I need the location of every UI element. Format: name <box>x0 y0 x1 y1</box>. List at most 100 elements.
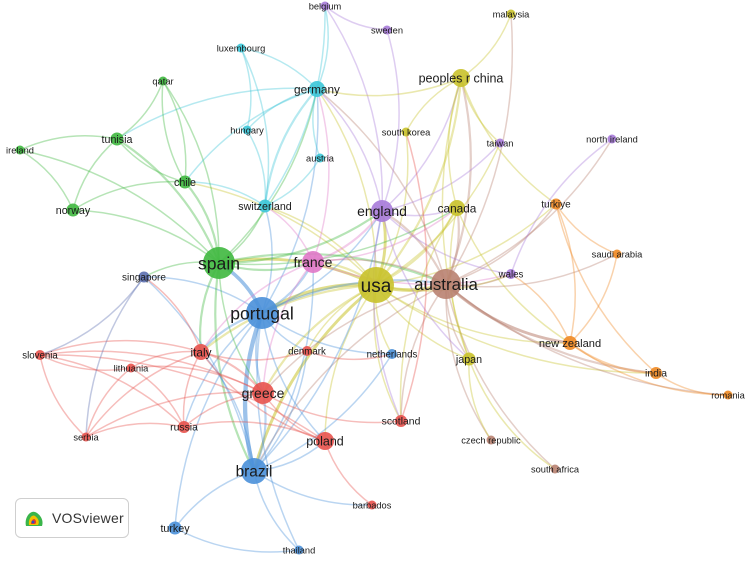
edge-chile-norway <box>72 180 186 211</box>
node-taiwan[interactable] <box>495 138 505 148</box>
node-romania[interactable] <box>723 390 733 400</box>
node-label-north-ireland: north ireland <box>586 134 638 144</box>
edge-usa-greece <box>262 284 377 394</box>
edge-brazil-england <box>253 210 383 472</box>
edge-singapore-serbia <box>85 276 145 438</box>
edge-new_zealand-saudi_arabia <box>569 253 618 344</box>
vosviewer-logo-icon <box>25 511 43 526</box>
edge-portugal-turkey <box>174 312 263 529</box>
edge-usa-poland <box>324 284 377 442</box>
node-thailand[interactable] <box>294 545 304 555</box>
edge-france-germany <box>312 88 330 263</box>
node-india[interactable] <box>650 367 662 379</box>
node-australia[interactable] <box>431 269 461 299</box>
node-label-singapore: singapore <box>122 273 166 284</box>
node-label-qatar: qatar <box>152 76 173 86</box>
node-slovenia[interactable] <box>35 350 45 360</box>
edge-australia-romania <box>445 283 729 396</box>
node-saudi-arabia[interactable] <box>612 249 622 259</box>
node-netherlands[interactable] <box>387 349 397 359</box>
node-lithuania[interactable] <box>126 363 136 373</box>
node-denmark[interactable] <box>302 346 312 356</box>
node-label-turkey: turkey <box>160 523 190 535</box>
node-spain[interactable] <box>203 247 235 279</box>
node-qatar[interactable] <box>158 76 168 86</box>
node-austria[interactable] <box>315 153 325 163</box>
node-south-africa[interactable] <box>550 464 560 474</box>
edge-chile-qatar <box>162 80 187 183</box>
node-luxembourg[interactable] <box>236 43 246 53</box>
edge-australia-germany <box>316 88 447 285</box>
edge-australia-portugal <box>261 279 447 314</box>
node-label-czech-republic: czech republic <box>461 435 521 445</box>
node-belgium[interactable] <box>320 1 330 11</box>
node-chile[interactable] <box>178 175 192 189</box>
node-england[interactable] <box>371 200 393 222</box>
edge-new_zealand-romania <box>569 342 729 396</box>
node-portugal[interactable] <box>246 297 278 329</box>
edge-brazil-italy <box>200 351 255 472</box>
node-label-wales: wales <box>498 269 524 280</box>
edge-portugal-thailand <box>256 312 300 551</box>
edge-turkiye-saudi_arabia <box>555 203 618 255</box>
edge-belgium-sweden <box>324 5 388 31</box>
node-italy[interactable] <box>193 344 209 360</box>
node-norway[interactable] <box>66 203 80 217</box>
node-singapore[interactable] <box>138 271 150 283</box>
network-nodes <box>15 1 733 555</box>
node-ireland[interactable] <box>15 145 25 155</box>
node-label-scotland: scotland <box>382 417 421 428</box>
node-switzerland[interactable] <box>258 199 272 213</box>
node-russia[interactable] <box>178 421 190 433</box>
node-north-ireland[interactable] <box>607 134 617 144</box>
edge-germany-switzerland <box>263 88 318 207</box>
node-peoples-r-china[interactable] <box>452 69 470 87</box>
node-label-hungary: hungary <box>230 125 264 135</box>
node-hungary[interactable] <box>242 125 252 135</box>
node-malaysia[interactable] <box>506 9 516 19</box>
node-serbia[interactable] <box>81 432 91 442</box>
node-south-korea[interactable] <box>401 127 411 137</box>
node-tunisia[interactable] <box>110 132 124 146</box>
node-germany[interactable] <box>309 81 325 97</box>
node-czech-republic[interactable] <box>486 435 496 445</box>
edge-slovenia-lithuania <box>39 354 132 371</box>
node-label-japan: japan <box>455 354 482 366</box>
edge-italy-serbia <box>85 351 202 438</box>
edge-usa-italy <box>200 283 377 353</box>
node-turkiye[interactable] <box>550 198 562 210</box>
edge-switzerland-chile <box>184 181 266 207</box>
edge-australia-brazil <box>253 283 447 472</box>
edge-tunisia-qatar <box>116 80 164 140</box>
edge-portugal-england <box>261 210 383 314</box>
node-sweden[interactable] <box>382 25 392 35</box>
node-wales[interactable] <box>506 269 516 279</box>
node-canada[interactable] <box>449 200 465 216</box>
node-france[interactable] <box>302 251 324 273</box>
edge-russia-serbia <box>85 422 185 438</box>
node-label-netherlands: netherlands <box>367 349 418 360</box>
edge-brazil-denmark <box>253 350 308 472</box>
edge-peoples_r_china-turkiye <box>460 77 557 205</box>
node-barbados[interactable] <box>367 500 377 510</box>
node-new-zealand[interactable] <box>563 336 577 350</box>
edge-australia-scotland <box>400 283 447 422</box>
edge-usa-india <box>375 284 657 374</box>
node-greece[interactable] <box>252 382 274 404</box>
node-label-new-zealand: new zealand <box>539 338 601 350</box>
edge-usa-peoples_r_china <box>375 77 463 286</box>
edge-peoples_r_china-canada <box>447 77 462 209</box>
node-brazil[interactable] <box>241 458 267 484</box>
node-turkey[interactable] <box>168 521 182 535</box>
node-poland[interactable] <box>316 432 334 450</box>
node-label-slovenia: slovenia <box>22 350 58 361</box>
node-scotland[interactable] <box>395 415 407 427</box>
edge-australia-france <box>312 258 447 285</box>
node-usa[interactable] <box>358 267 394 303</box>
edge-norway-ireland <box>19 149 74 211</box>
node-japan[interactable] <box>462 352 476 366</box>
node-label-peoples-r-china: peoples r china <box>419 72 504 86</box>
edge-canada-scotland <box>399 207 458 422</box>
node-label-poland: poland <box>306 435 344 449</box>
